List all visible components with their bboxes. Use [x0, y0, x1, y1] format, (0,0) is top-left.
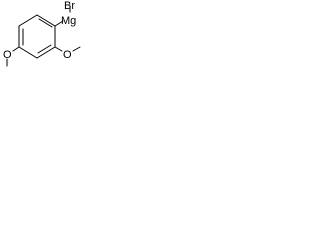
ortho-methyl-bond: [72, 46, 81, 52]
ring-bond-3: [36, 46, 56, 59]
carbon-magnesium-bond: [54, 20, 64, 27]
magnesium-label: Mg: [61, 15, 76, 27]
ring-double-bond-1: [38, 18, 53, 28]
ortho-oxygen-bond: [54, 46, 63, 52]
molecule-drawing: Br Mg O O: [3, 0, 81, 67]
para-oxygen-bond: [12, 46, 20, 52]
oxygen-ortho-label: O: [63, 49, 72, 61]
ring-bond-1: [36, 14, 56, 27]
bromine-label: Br: [64, 0, 75, 12]
ring-bond-4: [18, 46, 38, 59]
ring-bond-6: [18, 14, 38, 27]
oxygen-para-label: O: [3, 49, 12, 61]
structure-canvas: Br Mg O O: [0, 0, 95, 87]
ring-double-bond-2: [37, 44, 52, 54]
